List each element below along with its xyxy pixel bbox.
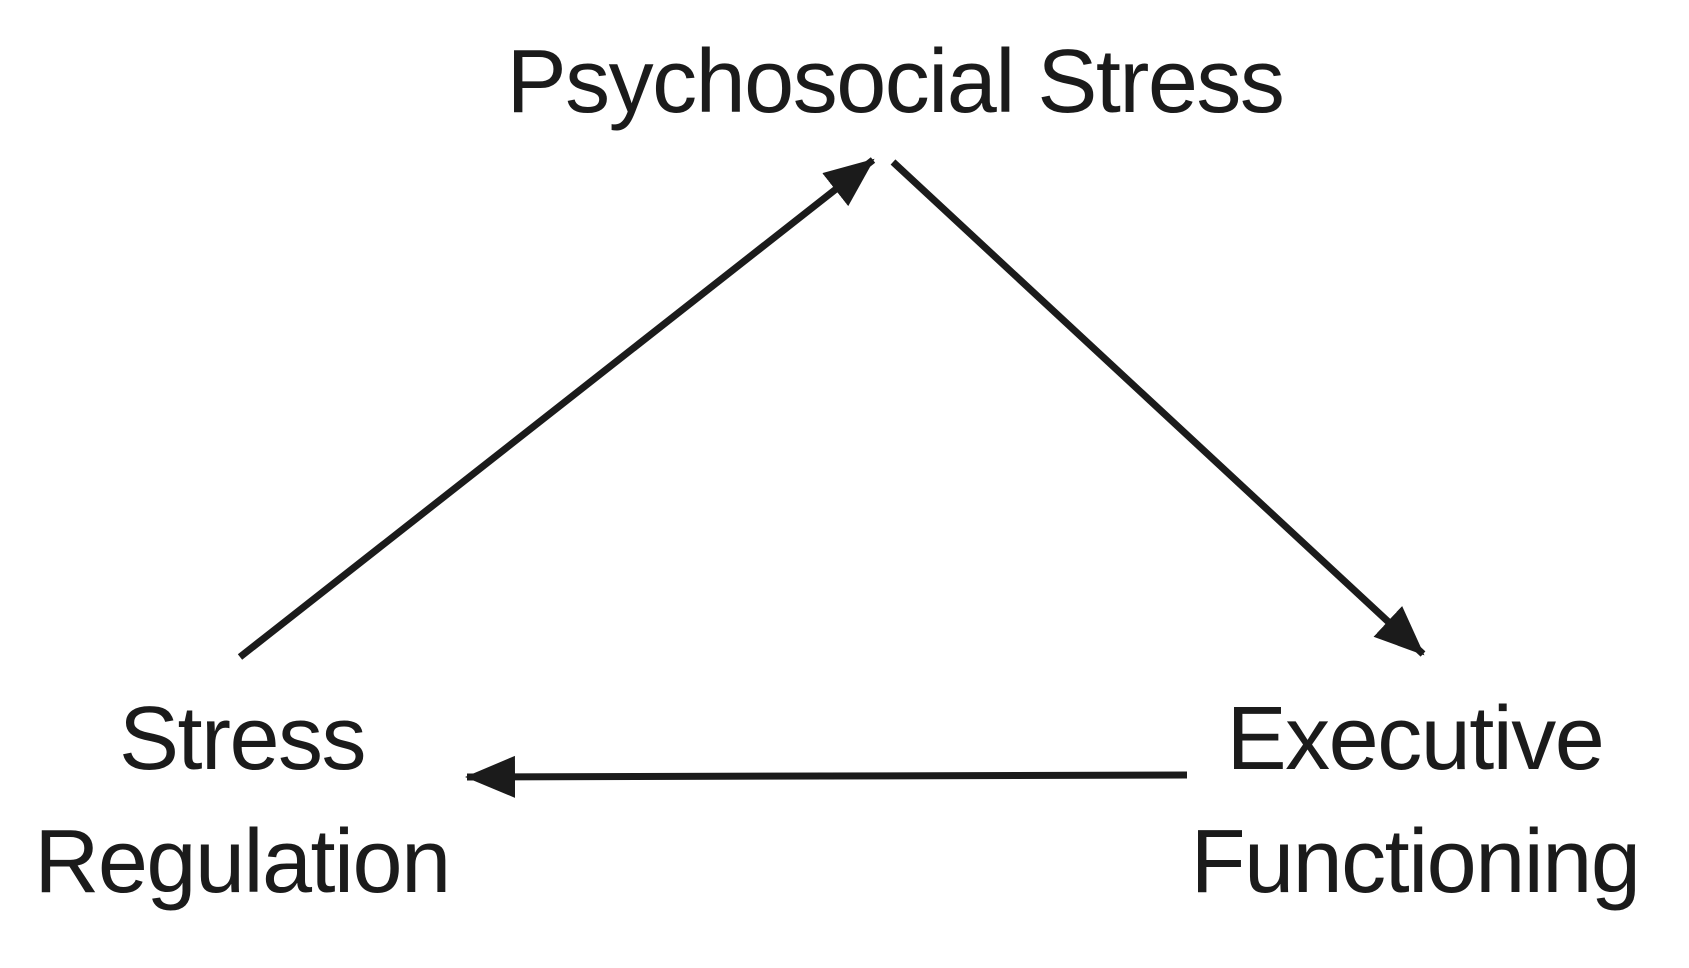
arrow-executivefunctioning-to-stressregulation [465,755,1188,798]
node-executive-functioning: Executive Functioning [1190,678,1641,924]
node-stress-regulation-label-line1: Stress [118,689,367,789]
arrow-stressregulation-to-psychosocialstress [237,157,876,660]
node-stress-regulation-label-line2: Regulation [34,812,451,912]
node-psychosocial-stress-label: Psychosocial Stress [506,32,1285,132]
node-psychosocial-stress: Psychosocial Stress [506,21,1285,144]
node-executive-functioning-label-line2: Functioning [1190,812,1641,912]
node-executive-functioning-label-line1: Executive [1226,689,1605,789]
node-stress-regulation: Stress Regulation [34,678,451,924]
arrow-psychosocialstress-to-executivefunctioning [890,159,1426,657]
